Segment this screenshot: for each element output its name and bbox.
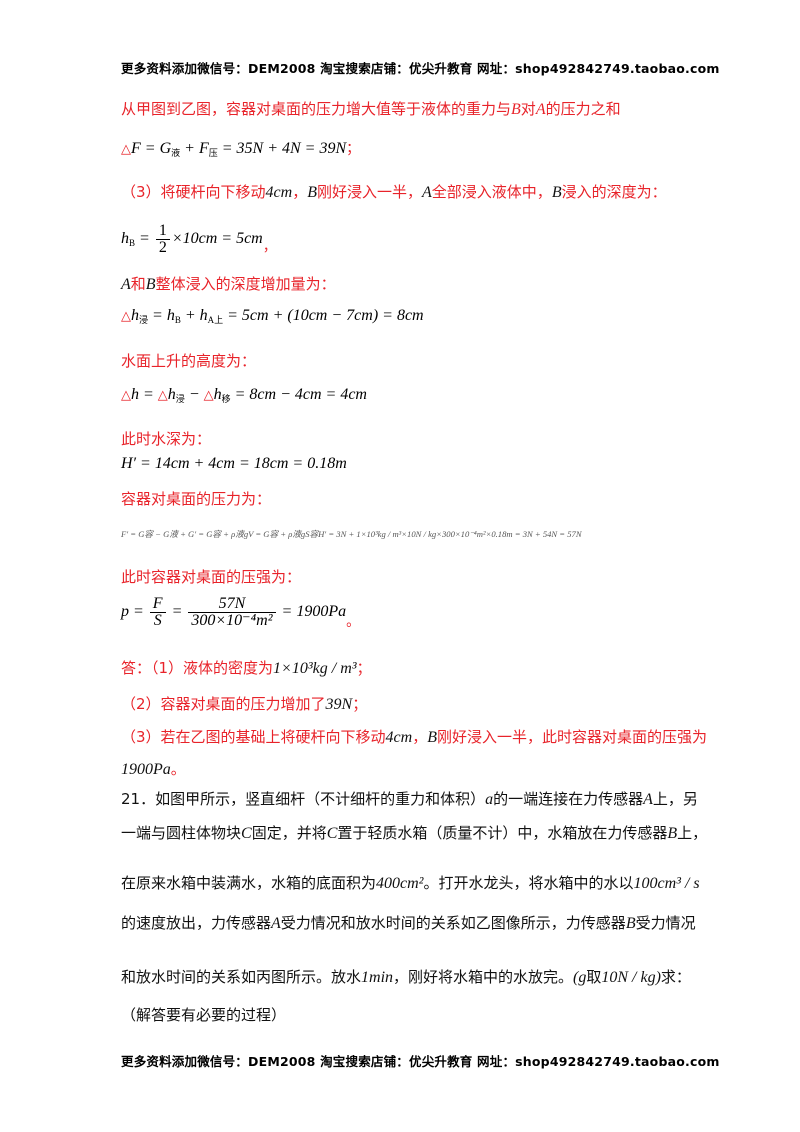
answer-3: （3）若在乙图的基础上将硬杆向下移动4cm，B刚好浸入一半，此时容器对桌面的压强… xyxy=(121,728,708,746)
solution-line-9: 此时水深为： xyxy=(121,430,212,448)
answer-1: 答：（1）液体的密度为1×10³kg / m³； xyxy=(121,659,372,677)
equation-force-on-table: F′ = G容 − G液 + G′ = G容 + ρ液gV = G容 + ρ液g… xyxy=(121,529,582,539)
answer-2: （2）容器对桌面的压力增加了39N； xyxy=(121,695,368,713)
solution-line-13: 此时容器对桌面的压强为： xyxy=(121,568,302,586)
question-21-line-3: 在原来水箱中装满水，水箱的底面积为400cm²。打开水龙头，将水箱中的水以100… xyxy=(121,874,700,892)
delta-triangle-icon: △ xyxy=(203,388,214,403)
equation-water-rise: △h = △h浸 − △h移 = 8cm − 4cm = 4cm xyxy=(121,386,367,404)
delta-triangle-icon: △ xyxy=(121,142,131,157)
question-21-line-2: 一端与圆柱体物块C固定，并将C置于轻质水箱（质量不计）中，水箱放在力传感器B上， xyxy=(121,824,708,842)
question-21-line-1: 21．如图甲所示，竖直细杆（不计细杆的重力和体积）a的一端连接在力传感器A上，另 xyxy=(121,790,698,808)
answer-3-continued: 1900Pa。 xyxy=(121,760,186,778)
question-21-line-4: 的速度放出，力传感器A受力情况和放水时间的关系如乙图像所示，力传感器B受力情况 xyxy=(121,914,696,932)
delta-triangle-icon: △ xyxy=(157,388,168,403)
solution-line-5: A和B整体浸入的深度增加量为： xyxy=(121,275,336,293)
solution-line-7: 水面上升的高度为： xyxy=(121,352,257,370)
page-header: 更多资料添加微信号：DEM2008 淘宝搜索店铺：优尖升教育 网址：shop49… xyxy=(121,61,720,76)
solution-line-11: 容器对桌面的压力为： xyxy=(121,490,272,508)
delta-triangle-icon: △ xyxy=(121,388,131,403)
question-21-note: （解答要有必要的过程） xyxy=(121,1006,287,1024)
solution-line-1: 从甲图到乙图，容器对桌面的压力增大值等于液体的重力与B对A的压力之和 xyxy=(121,100,621,118)
equation-pressure-increase: △F = G液 + F压 = 35N + 4N = 39N； xyxy=(121,140,361,158)
equation-water-depth: H′ = 14cm + 4cm = 18cm = 0.18m xyxy=(121,455,347,472)
question-21-line-5: 和放水时间的关系如丙图所示。放水1min，刚好将水箱中的水放完。(g取10N /… xyxy=(121,968,691,986)
equation-depth-increase: △h浸 = hB + hA上 = 5cm + (10cm − 7cm) = 8c… xyxy=(121,307,424,325)
page-footer: 更多资料添加微信号：DEM2008 淘宝搜索店铺：优尖升教育 网址：shop49… xyxy=(121,1054,720,1069)
delta-triangle-icon: △ xyxy=(121,309,131,324)
solution-line-3: （3）将硬杆向下移动4cm，B刚好浸入一半，A全部浸入液体中，B浸入的深度为： xyxy=(121,183,667,201)
